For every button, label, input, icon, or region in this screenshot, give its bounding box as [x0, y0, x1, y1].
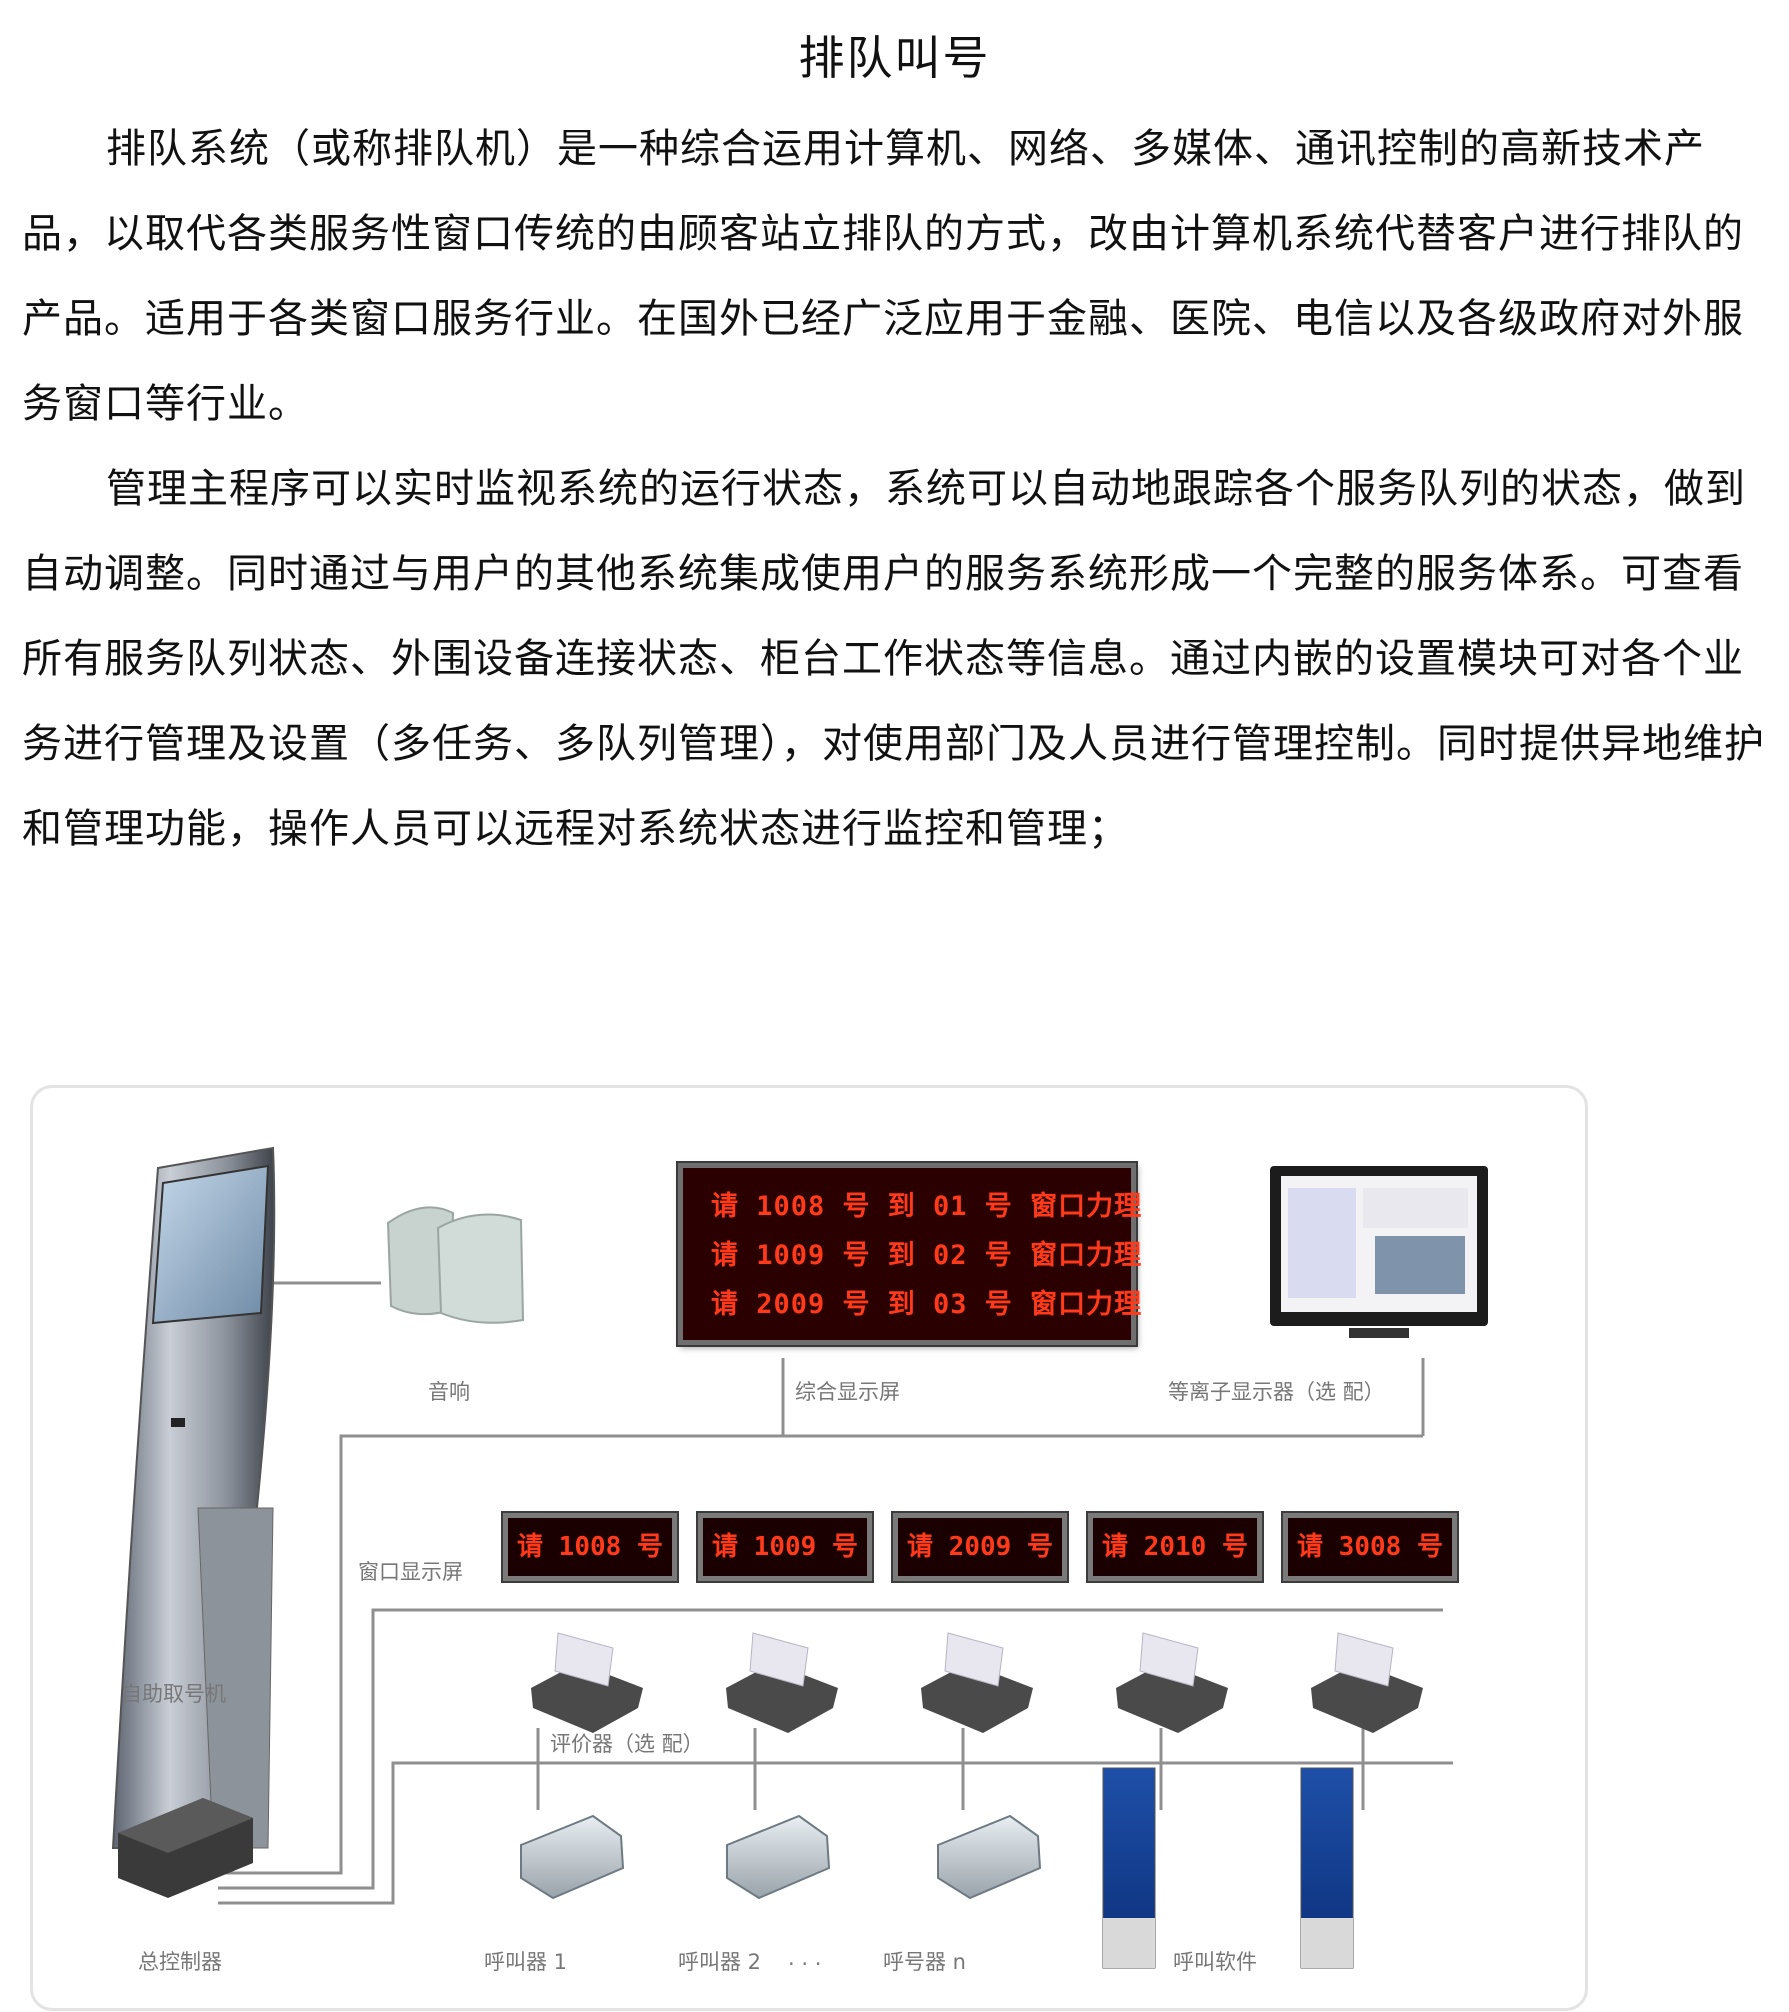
kiosk-image	[111, 1146, 276, 1849]
caller-pad-images	[520, 1814, 1042, 1900]
window-display-3: 请 2009 号	[893, 1513, 1067, 1581]
window-display-1: 请 1008 号	[503, 1513, 677, 1581]
main-display-row: 请 1008 号 到 01 号 窗口力理	[711, 1191, 1143, 1222]
label-ellipsis: . . .	[788, 1946, 822, 1970]
call-software-images	[1102, 1767, 1354, 1969]
label-speaker: 音响	[428, 1380, 470, 1404]
label-window-display: 窗口显示屏	[358, 1560, 463, 1584]
main-display-row: 请 2009 号 到 03 号 窗口力理	[711, 1289, 1143, 1320]
main-led-display: 请 1008 号 到 01 号 窗口力理 请 1009 号 到 02 号 窗口力…	[678, 1163, 1141, 1345]
diagram-graphics	[111, 1146, 1488, 1969]
label-plasma-display: 等离子显示器（选 配）	[1168, 1380, 1385, 1404]
label-evaluator: 评价器（选 配）	[550, 1732, 704, 1756]
paragraph-management: 管理主程序可以实时监视系统的运行状态，系统可以自动地跟踪各个服务队列的状态，做到…	[22, 466, 1765, 852]
page-title: 排队叫号	[798, 31, 991, 85]
plasma-display-image	[1270, 1166, 1488, 1338]
window-display-4: 请 2010 号	[1088, 1513, 1262, 1581]
evaluator-images	[531, 1663, 1423, 1733]
label-main-display: 综合显示屏	[795, 1380, 900, 1404]
window-display-2: 请 1009 号	[698, 1513, 872, 1581]
label-caller-1: 呼叫器 1	[484, 1950, 568, 1974]
system-diagram: 请 1008 号 到 01 号 窗口力理 请 1009 号 到 02 号 窗口力…	[30, 1085, 1588, 2011]
label-caller-n: 呼号器 n	[883, 1950, 966, 1974]
label-kiosk: 自助取号机	[121, 1682, 226, 1706]
label-controller: 总控制器	[138, 1950, 222, 1974]
label-caller-2: 呼叫器 2	[678, 1950, 762, 1974]
window-display-5: 请 3008 号	[1283, 1513, 1457, 1581]
paragraph-intro: 排队系统（或称排队机）是一种综合运用计算机、网络、多媒体、通讯控制的高新技术产品…	[22, 126, 1744, 427]
label-call-software: 呼叫软件	[1173, 1950, 1257, 1974]
connection-lines	[213, 1281, 1453, 1905]
controller-image	[118, 1798, 253, 1898]
main-display-row: 请 1009 号 到 02 号 窗口力理	[711, 1240, 1143, 1271]
speaker-image	[386, 1206, 525, 1324]
